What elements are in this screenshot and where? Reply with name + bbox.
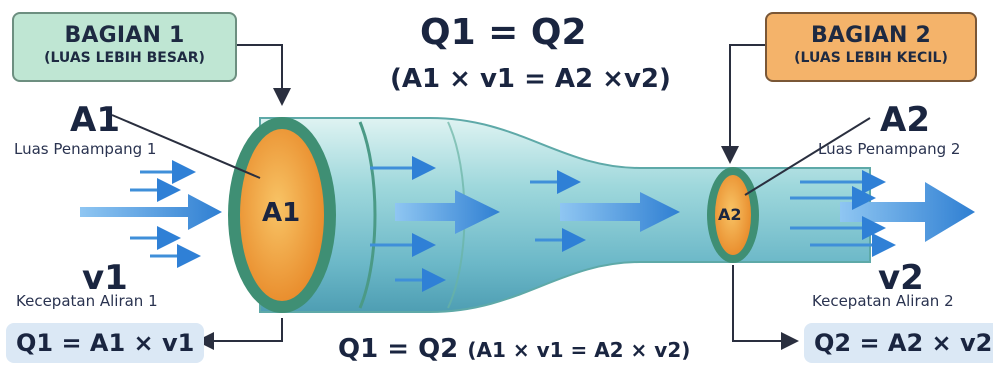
bottom-equation: Q1 = Q2 (A1 × v1 = A2 × v2): [338, 334, 690, 364]
area-1-symbol: A1: [70, 100, 120, 140]
velocity-2-symbol: v2: [878, 258, 924, 298]
internal-flow-arrows: [370, 156, 680, 292]
section-2-subtitle: (LUAS LEBIH KECIL): [794, 50, 948, 67]
area-1-label: Luas Penampang 1: [14, 140, 157, 158]
flow-rate-2-formula: Q2 = A2 × v2: [804, 323, 993, 363]
small-cross-section: [715, 175, 751, 255]
section-1-title: BAGIAN 1: [64, 23, 185, 48]
velocity-2-label: Kecepatan Aliran 2: [812, 292, 954, 310]
continuity-equation: Q1 = Q2: [420, 12, 587, 53]
area-2-label: Luas Penampang 2: [818, 140, 961, 158]
area-2-symbol: A2: [880, 100, 930, 140]
cross-section-2-label: A2: [718, 205, 742, 224]
bottom-equation-detail: (A1 × v1 = A2 × v2): [467, 338, 691, 362]
flow-rate-1-formula: Q1 = A1 × v1: [6, 323, 205, 363]
large-cross-section: [240, 129, 324, 301]
outgoing-flow-arrows: [790, 170, 975, 257]
velocity-1-symbol: v1: [82, 258, 128, 298]
bottom-equation-main: Q1 = Q2: [338, 334, 459, 364]
pointer-lines: [111, 44, 871, 350]
section-2-box: BAGIAN 2 (LUAS LEBIH KECIL): [765, 12, 977, 82]
section-1-subtitle: (LUAS LEBIH BESAR): [44, 50, 205, 67]
incoming-flow-arrows: [80, 160, 222, 268]
continuity-equation-detail: (A1 × v1 = A2 ×v2): [390, 64, 671, 94]
section-2-title: BAGIAN 2: [810, 23, 932, 48]
cross-section-1-label: A1: [262, 198, 301, 228]
section-1-box: BAGIAN 1 (LUAS LEBIH BESAR): [12, 12, 237, 82]
velocity-1-label: Kecepatan Aliran 1: [16, 292, 158, 310]
